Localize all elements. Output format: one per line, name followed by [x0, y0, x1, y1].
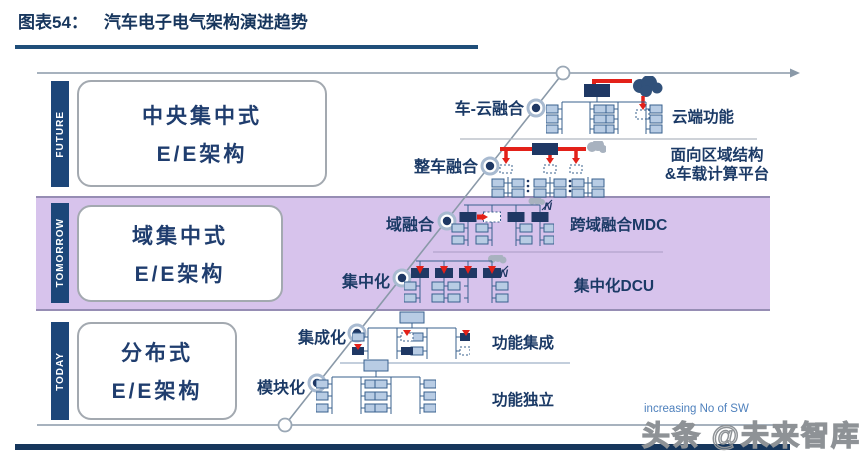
function-integration-diagram-icon: [352, 311, 470, 359]
era-label: TOMORROW: [54, 218, 66, 288]
era-bar-future: FUTURE: [51, 81, 69, 187]
cloud-icon: [488, 255, 507, 264]
cloud-icon: [528, 198, 545, 205]
arch-box-line1: 中央集中式: [142, 104, 262, 128]
arch-box-central: 中央集中式 E/E架构: [77, 80, 327, 187]
outcome-label: 跨域融合MDC: [570, 217, 668, 234]
outcome-label: 功能独立: [492, 392, 555, 409]
axis-end-circle: [555, 65, 571, 81]
era-label: TODAY: [54, 351, 66, 391]
page-title: 汽车电子电气架构演进趋势: [103, 13, 308, 32]
independent-functions-diagram-icon: [316, 359, 436, 414]
outcome-label: 面向区域结构 &车载计算平台: [632, 146, 802, 184]
arch-box-line2: E/E架构: [111, 380, 203, 403]
network-symbol: N: [500, 268, 509, 280]
arch-box-line1: 分布式: [121, 342, 193, 365]
watermark: 头条 @未来智库: [641, 419, 861, 451]
arch-box-line1: 域集中式: [132, 224, 228, 248]
arch-box-domain: 域集中式 E/E架构: [77, 205, 283, 302]
cloud-function-diagram-icon: [546, 76, 663, 134]
centralized-dcu-diagram-icon: N: [404, 255, 509, 303]
title-underline: [15, 45, 478, 49]
axis-arrow-icon: [790, 68, 800, 78]
era-bar-today: TODAY: [51, 322, 69, 420]
milestone-label: 整车融合: [413, 159, 478, 176]
network-symbol: N: [544, 201, 553, 213]
milestone-label: 域融合: [385, 217, 434, 234]
axis-note: increasing No of SW: [644, 403, 749, 415]
milestone-node: [437, 211, 457, 231]
zonal-architecture-diagram-icon: [491, 141, 606, 198]
bottom-rule: [15, 444, 790, 450]
milestone-label: 模块化: [256, 380, 305, 397]
cross-domain-mdc-diagram-icon: N: [451, 198, 554, 246]
cloud-icon: [633, 76, 663, 97]
axes-overlay: [37, 65, 800, 433]
milestone-label: 集中化: [341, 274, 390, 291]
evolution-diagonal-line: [284, 72, 564, 426]
milestone-node: [526, 98, 546, 118]
outcome-label: 集中化DCU: [574, 278, 655, 295]
milestone-label: 车-云融合: [454, 101, 524, 118]
axis-start-circle: [277, 417, 293, 433]
era-label: FUTURE: [54, 110, 66, 158]
milestone-label: 集成化: [297, 330, 346, 347]
outcome-label: 功能集成: [492, 335, 555, 352]
milestone-nodes: [307, 98, 546, 393]
figure-title: 图表54： 汽车电子电气架构演进趋势: [18, 8, 308, 33]
arch-box-line2: E/E架构: [134, 262, 226, 286]
outcome-line1: 面向区域结构: [670, 147, 764, 164]
outcome-line2: &车载计算平台: [664, 166, 770, 183]
outcome-label: 云端功能: [672, 109, 735, 126]
era-bar-tomorrow: TOMORROW: [51, 203, 69, 303]
figure-label: 图表54：: [18, 13, 88, 32]
cloud-icon: [587, 141, 606, 153]
arch-box-distributed: 分布式 E/E架构: [77, 322, 237, 420]
milestone-node: [480, 156, 500, 176]
arch-box-line2: E/E架构: [156, 142, 248, 166]
